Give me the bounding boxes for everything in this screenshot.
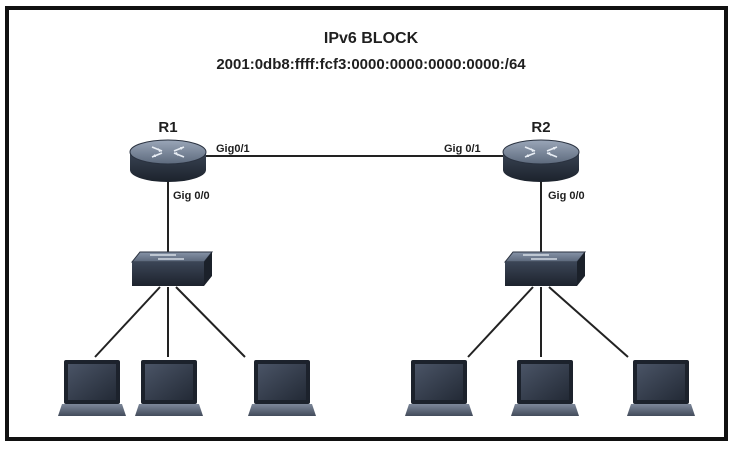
laptop-icon — [405, 360, 473, 416]
router-r1-wan-interface-label: Gig0/1 — [216, 143, 250, 155]
laptop-4 — [405, 360, 473, 416]
router-r2-lan-interface-label: Gig 0/0 — [548, 190, 585, 202]
laptop-5 — [511, 360, 579, 416]
laptop-icon — [248, 360, 316, 416]
router-icon — [502, 139, 580, 182]
router-r2-label: R2 — [531, 119, 550, 136]
diagram-title: IPv6 BLOCK — [324, 30, 419, 47]
router-r1 — [129, 139, 207, 182]
laptop-icon — [627, 360, 695, 416]
laptop-icon — [135, 360, 203, 416]
router-r1-lan-interface-label: Gig 0/0 — [173, 190, 210, 202]
switch-2 — [503, 251, 587, 286]
link-switch2-laptop-left — [467, 286, 534, 358]
laptop-icon — [511, 360, 579, 416]
ipv6-prefix-subtitle: 2001:0db8:ffff:fcf3:0000:0000:0000:0000:… — [216, 56, 526, 73]
switch-icon — [503, 251, 587, 286]
diagram-frame — [5, 6, 728, 441]
laptop-1 — [58, 360, 126, 416]
laptop-icon — [58, 360, 126, 416]
router-r1-label: R1 — [158, 119, 177, 136]
router-r2 — [502, 139, 580, 182]
switch-1 — [130, 251, 214, 286]
laptop-6 — [627, 360, 695, 416]
link-switch2-laptop-right — [548, 286, 629, 358]
laptop-3 — [248, 360, 316, 416]
laptop-2 — [135, 360, 203, 416]
link-switch1-laptop-left — [94, 286, 161, 358]
router-r2-wan-interface-label: Gig 0/1 — [444, 143, 481, 155]
router-icon — [129, 139, 207, 182]
switch-icon — [130, 251, 214, 286]
link-switch1-laptop-right — [175, 286, 246, 358]
links — [94, 155, 629, 358]
